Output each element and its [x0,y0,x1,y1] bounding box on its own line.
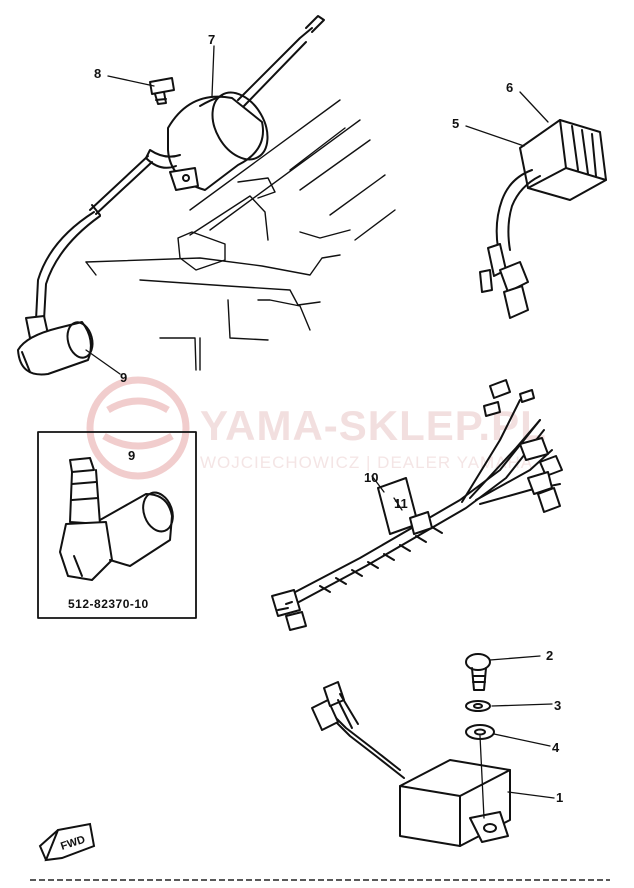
callout-9: 9 [120,370,127,385]
callout-1: 1 [556,790,563,805]
callout-10: 10 [364,470,378,485]
inset-part-number: 512-82370-10 [68,597,149,611]
callout-11: 11 [394,496,408,511]
wire-harness [271,379,563,631]
bolt-8 [149,77,175,105]
callout-9-inset: 9 [128,448,135,463]
watermark-logo-icon [86,376,190,480]
ignition-coil [35,15,325,321]
spark-plug-cap [17,315,94,376]
callout-7: 7 [208,32,215,47]
watermark: YAMA-SKLEP.PL WOJCIECHOWICZ | DEALER YAM… [86,376,546,480]
callout-8: 8 [94,66,101,81]
leader-lines [85,45,555,819]
callout-3: 3 [554,698,561,713]
screw-2 [465,653,491,691]
callout-labels: 7 8 6 5 9 9 10 11 2 3 4 1 [94,32,563,805]
watermark-tagline: WOJCIECHOWICZ | DEALER YAMAHA [200,453,533,472]
callout-4: 4 [552,740,560,755]
callout-5: 5 [452,116,459,131]
callout-6: 6 [506,80,513,95]
rectifier-unit [479,119,607,319]
callout-2: 2 [546,648,553,663]
fwd-arrow-icon: FWD [38,822,96,862]
frame-sketch [85,99,396,371]
washer-3 [465,700,491,712]
inset-box [37,431,197,619]
